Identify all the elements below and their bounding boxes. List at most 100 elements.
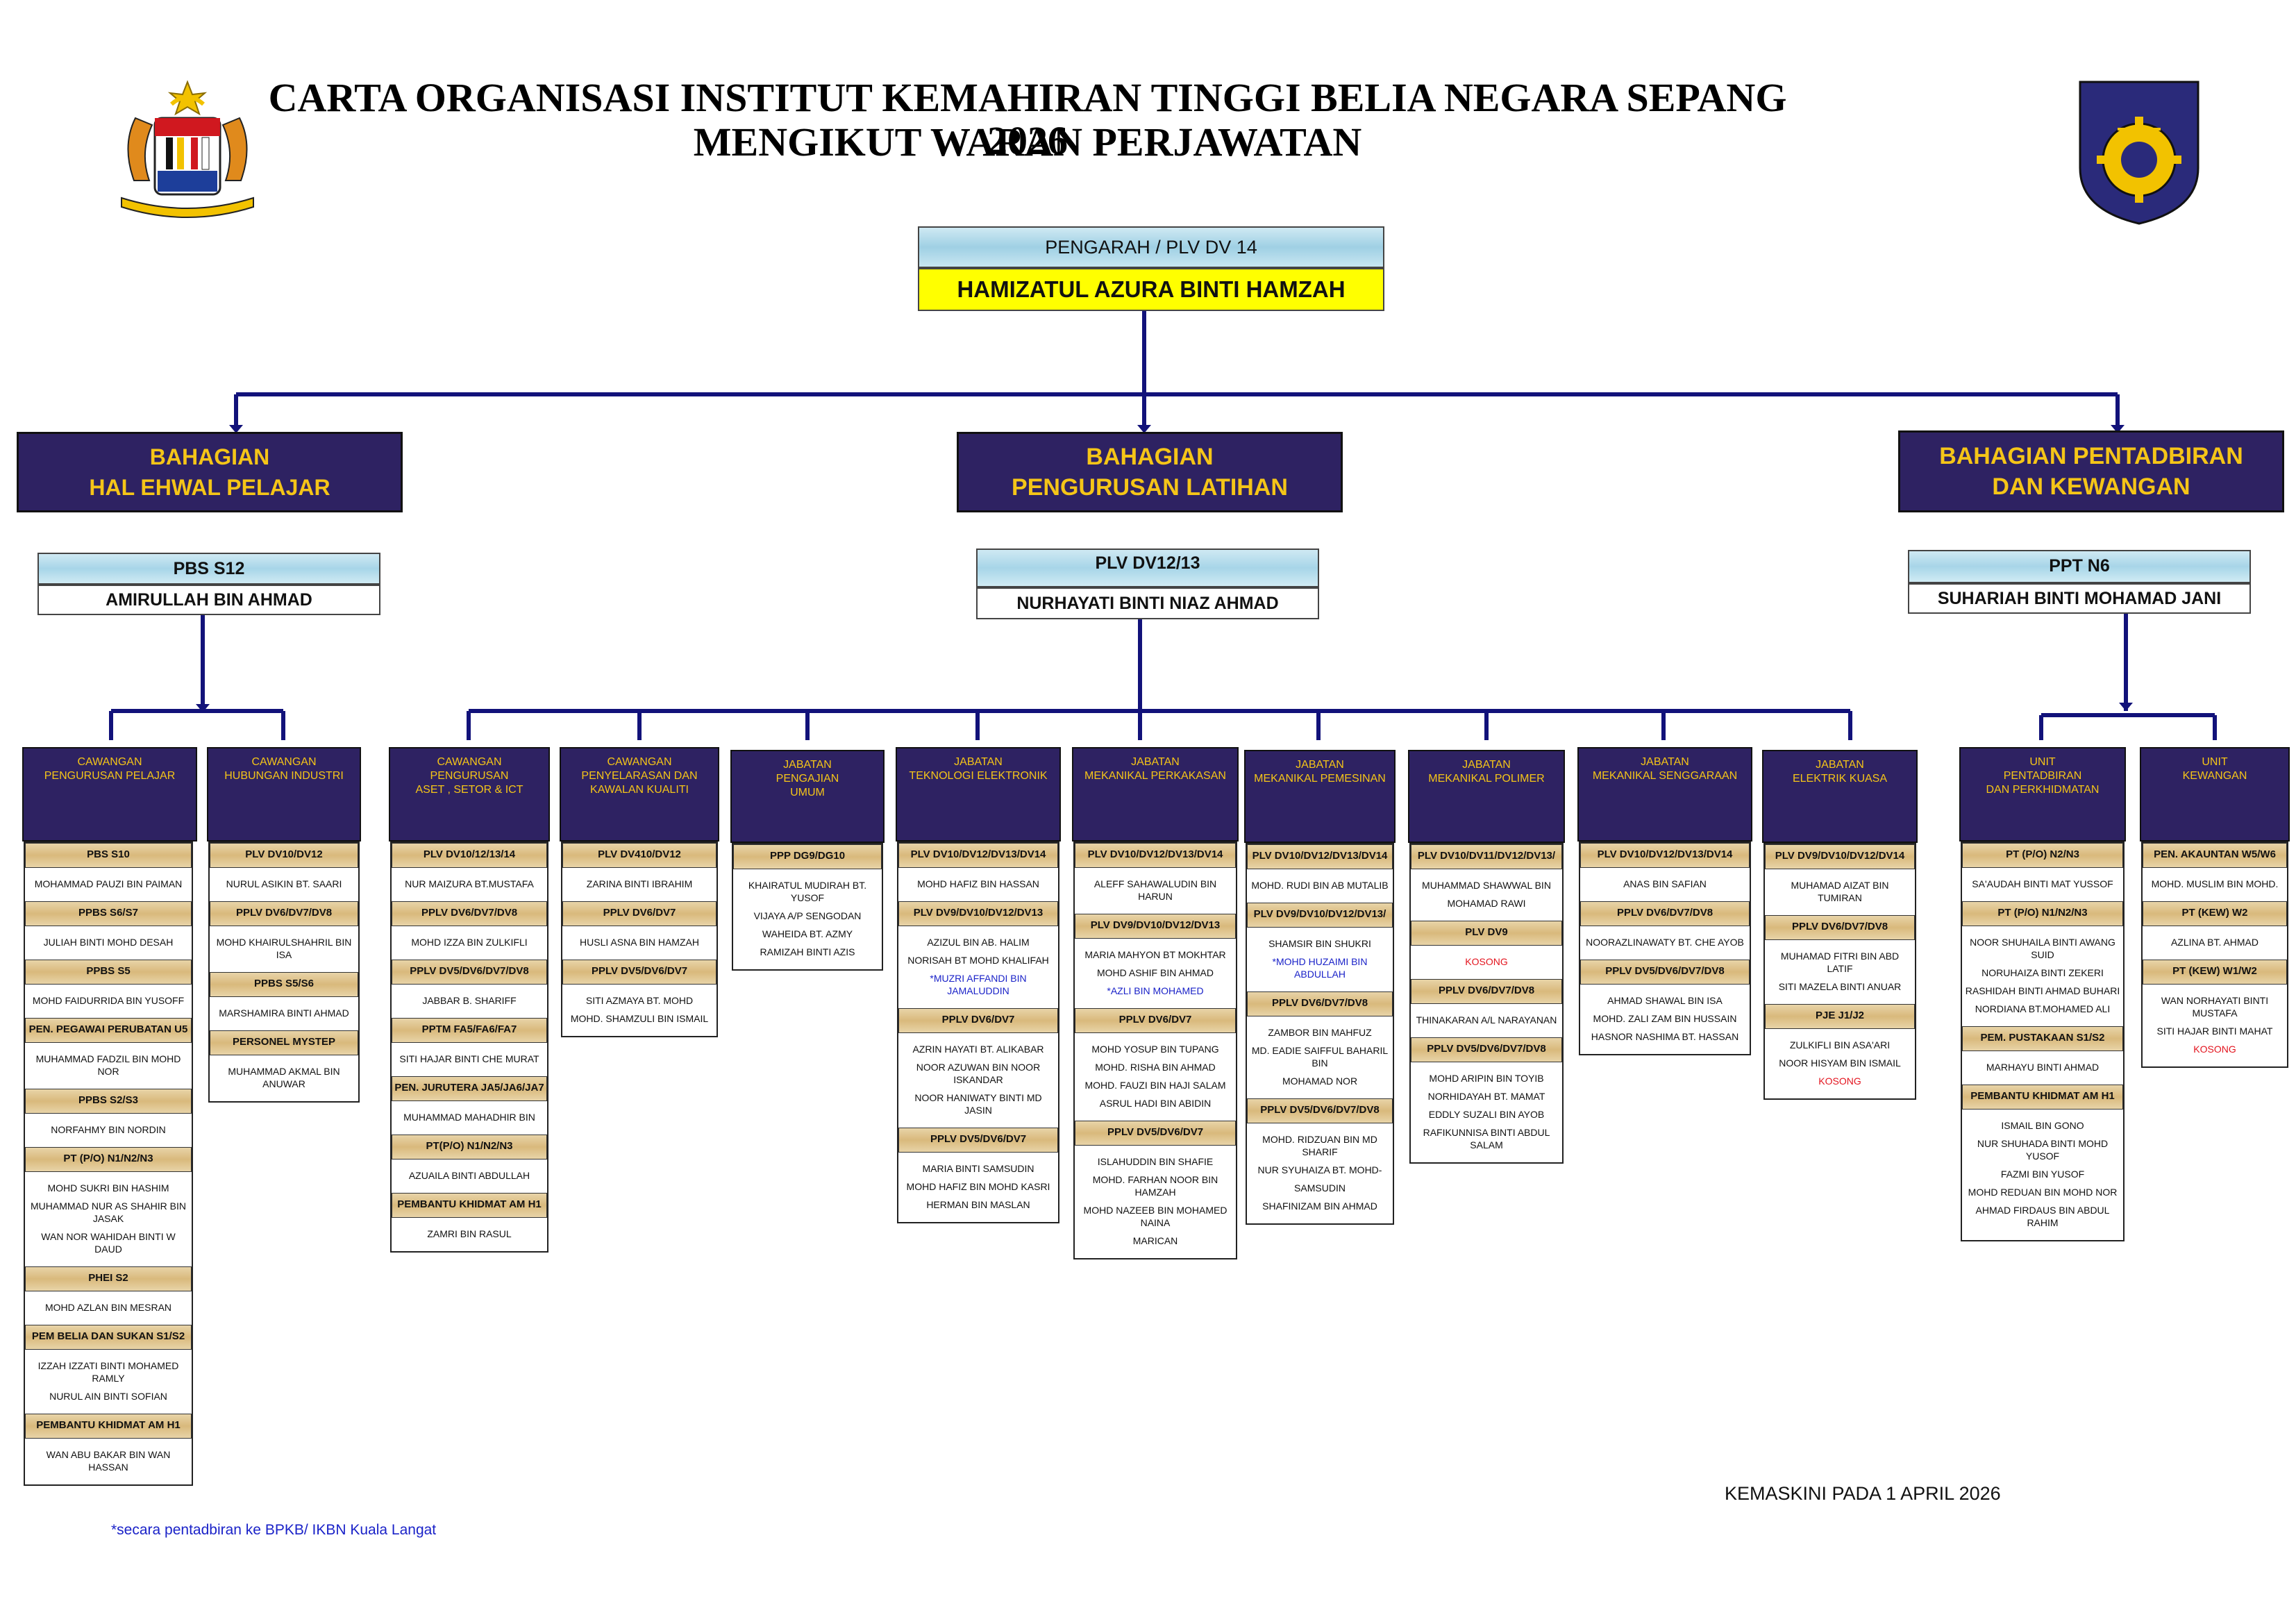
unit-label-line: PENYELARASAN DAN	[581, 770, 698, 782]
staff-name: THINAKARAN A/L NARAYANAN	[1416, 1014, 1557, 1026]
staff-name: MOHD. FARHAN NOOR BIN HAMZAH	[1092, 1174, 1218, 1198]
staff-name: MUHAMMAD NUR AS SHAHIR BIN JASAK	[30, 1200, 187, 1224]
position-grade: PEMBANTU KHIDMAT AM H1	[392, 1193, 547, 1218]
position-grade: PPLV DV6/DV7	[562, 901, 717, 926]
unit-label-line: CAWANGAN	[437, 756, 502, 768]
position-grade: PPTM FA5/FA6/FA7	[392, 1018, 547, 1043]
division-head-name: AMIRULLAH BIN AHMAD	[37, 585, 380, 615]
director-title: PENGARAH / PLV DV 14	[918, 226, 1384, 268]
position-grade: PPLV DV6/DV7/DV8	[392, 901, 547, 926]
staff-name: MOHD YOSUP BIN TUPANG	[1091, 1044, 1219, 1055]
staff-name: NOOR HANIWATY BINTI MD JASIN	[914, 1092, 1042, 1116]
unit-label-line: CAWANGAN	[77, 756, 142, 768]
position-grade: PT(P/O) N1/N2/N3	[392, 1135, 547, 1160]
unit-label-line: JABATAN	[1131, 756, 1180, 768]
staff-name-list: MUHAMMAD FADZIL BIN MOHD NOR	[25, 1043, 192, 1089]
staff-name: MUHAMMAD FADZIL BIN MOHD NOR	[35, 1053, 181, 1077]
staff-name: HERMAN BIN MASLAN	[926, 1199, 1030, 1210]
staff-name: AZIZUL BIN AB. HALIM	[927, 937, 1030, 948]
unit-label-line: PENGAJIAN	[776, 773, 839, 785]
staff-name: NORUHAIZA BINTI ZEKERI	[1981, 967, 2104, 978]
position-grade: PEMBANTU KHIDMAT AM H1	[25, 1414, 192, 1439]
unit-label-line: JABATAN	[954, 756, 1003, 768]
staff-name: MOHAMAD NOR	[1282, 1075, 1358, 1087]
staff-name: SITI HAJAR BINTI CHE MURAT	[399, 1053, 539, 1064]
staff-name: SITI HAJAR BINTI MAHAT	[2156, 1026, 2273, 1037]
position-grade: PPLV DV5/DV6/DV7	[562, 960, 717, 985]
staff-name: IZZAH IZZATI BINTI MOHAMED RAMLY	[37, 1360, 179, 1384]
position-grade: PPLV DV6/DV7/DV8	[1411, 979, 1562, 1004]
footnote: *secara pentadbiran ke BPKB/ IKBN Kuala …	[111, 1522, 437, 1538]
unit-label-line: MEKANIKAL POLIMER	[1428, 773, 1545, 785]
position-grade: PT (P/O) N1/N2/N3	[25, 1147, 192, 1172]
position-grade: PLV DV10/DV12	[210, 843, 358, 868]
staff-name: AHMAD SHAWAL BIN ISA	[1607, 995, 1723, 1006]
staff-name: MOHD FAIDURRIDA BIN YUSOFF	[32, 995, 185, 1006]
position-grade: PT (P/O) N1/N2/N3	[1962, 901, 2123, 926]
position-grade: PEM. PUSTAKAAN S1/S2	[1962, 1026, 2123, 1051]
position-grade: PPLV DV6/DV7/DV8	[210, 901, 358, 926]
division-head-grade: PLV DV12/13	[976, 549, 1319, 587]
staff-name-list: MOHD. RUDI BIN AB MUTALIB	[1247, 869, 1393, 903]
staff-name: MOHD NAZEEB BIN MOHAMED NAINA	[1083, 1205, 1227, 1228]
division-pentadbiran: BAHAGIAN PENTADBIRAN DAN KEWANGAN	[1898, 430, 2284, 512]
staff-name: MOHD HAFIZ BIN HASSAN	[917, 878, 1039, 889]
staff-name: NOOR AZUWAN BIN NOOR ISKANDAR	[916, 1062, 1041, 1085]
staff-name-list: NOORAZLINAWATY BT. CHE AYOB	[1580, 926, 1750, 960]
staff-name: MARIA MAHYON BT MOKHTAR	[1084, 949, 1226, 960]
staff-name: WAN NORHAYATI BINTI MUSTAFA	[2161, 995, 2269, 1019]
position-grade: PERSONEL MYSTEP	[210, 1030, 358, 1055]
division-head-name: SUHARIAH BINTI MOHAMAD JANI	[1908, 583, 2251, 614]
position-grade: PLV DV10/12/13/14	[392, 843, 547, 868]
staff-name: MUHAMAD AIZAT BIN TUMIRAN	[1791, 880, 1889, 903]
staff-name: AZRIN HAYATI BT. ALIKABAR	[912, 1044, 1044, 1055]
position-grade: PPLV DV5/DV6/DV7	[1075, 1121, 1236, 1146]
staff-name: MOHAMMAD PAUZI BIN PAIMAN	[34, 878, 183, 889]
unit-label-line: MEKANIKAL PERKAKASAN	[1084, 770, 1226, 782]
position-grade: PPBS S6/S7	[25, 901, 192, 926]
staff-name: AHMAD FIRDAUS BIN ABDUL RAHIM	[1975, 1205, 2110, 1228]
unit-label-line: UNIT	[2029, 756, 2056, 768]
position-grade: PLV DV10/DV12/DV13/DV14	[1580, 843, 1750, 868]
unit-label-line: PENGURUSAN PELAJAR	[44, 770, 176, 782]
staff-name-list: KOSONG	[1411, 946, 1562, 979]
ikbn-sepang-logo-icon	[2079, 81, 2199, 225]
vacant-position: KOSONG	[2193, 1044, 2236, 1055]
position-grade: PPLV DV6/DV7	[898, 1008, 1058, 1033]
staff-name: NOOR HISYAM BIN ISMAIL	[1779, 1057, 1901, 1069]
position-grade: PEN. PEGAWAI PERUBATAN U5	[25, 1018, 192, 1043]
vacant-position: KOSONG	[1465, 956, 1508, 967]
staff-name: NUR SHUHADA BINTI MOHD YUSOF	[1977, 1138, 2109, 1162]
staff-name: NOORAZLINAWATY BT. CHE AYOB	[1586, 937, 1744, 948]
division-head-grade: PPT N6	[1908, 550, 2251, 583]
staff-name: ZAMRI BIN RASUL	[427, 1228, 512, 1239]
staff-name-list: SA'AUDAH BINTI MAT YUSSOF	[1962, 868, 2123, 901]
staff-name-list: JABBAR B. SHARIFF	[392, 985, 547, 1018]
staff-name: ASRUL HADI BIN ABIDIN	[1099, 1098, 1212, 1109]
staff-name: NURUL AIN BINTI SOFIAN	[49, 1391, 167, 1402]
vacant-position: KOSONG	[1818, 1075, 1861, 1087]
position-grade: PLV DV9	[1411, 921, 1562, 946]
position-grade: PEM BELIA DAN SUKAN S1/S2	[25, 1325, 192, 1350]
unit-label-line: CAWANGAN	[251, 756, 317, 768]
staff-name: NORDIANA BT.MOHAMED ALI	[1975, 1003, 2111, 1014]
staff-name-list: AZLINA BT. AHMAD	[2143, 926, 2287, 960]
unit-label-line: JABATAN	[1641, 756, 1689, 768]
unit-label-line: DAN PERKHIDMATAN	[1986, 784, 2100, 796]
